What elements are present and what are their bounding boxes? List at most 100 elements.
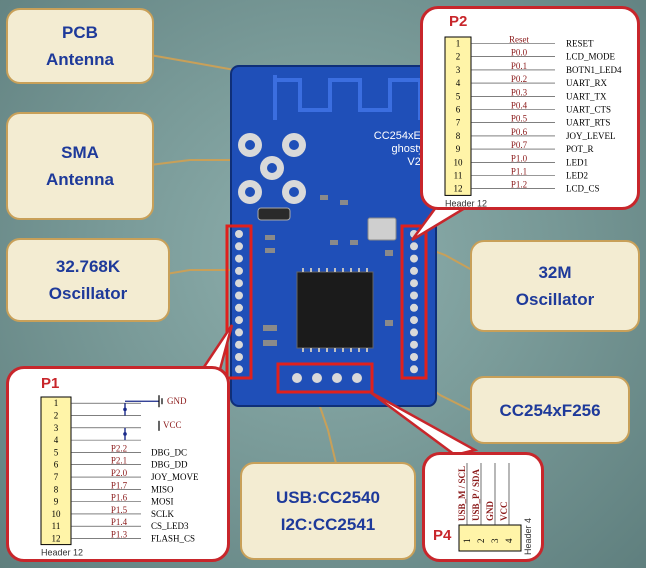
header-pin-hole	[410, 340, 418, 349]
p1-header-label: Header 12	[41, 548, 83, 558]
p1-pin-net: P1.5	[111, 505, 128, 515]
p2-header-label: Header 12	[445, 198, 487, 207]
callout-pcb-antenna: PCB Antenna	[6, 8, 154, 84]
p1-pin-number: 3	[54, 423, 59, 433]
header-pin-hole	[235, 254, 243, 263]
p2-pin-net: P1.0	[511, 153, 528, 163]
p1-pin-net: P1.3	[111, 530, 128, 540]
header-pin-hole	[410, 316, 418, 325]
p1-title: P1	[41, 375, 60, 392]
p2-pin-label: UART_TX	[566, 91, 607, 101]
p4-header-body	[458, 524, 522, 552]
p1-pin-number: 8	[54, 484, 59, 494]
p1-pin-label: JOY_MOVE	[151, 472, 199, 482]
p4-pin-number: 4	[504, 538, 514, 543]
header-pin-hole	[410, 303, 418, 312]
header-pin-hole	[410, 365, 418, 374]
p4-pin-number: 2	[476, 539, 486, 544]
callout-pcb-antenna-line2: Antenna	[46, 50, 114, 69]
p2-title: P2	[449, 13, 468, 30]
p2-pin-label: LCD_MODE	[566, 52, 616, 62]
p2-pin-number: 6	[456, 105, 461, 115]
p1-pin-number: 11	[52, 521, 61, 531]
callout-sma-antenna: SMA Antenna	[6, 112, 154, 220]
p4-title: P4	[433, 527, 452, 544]
header-pin-hole	[235, 365, 243, 374]
p1-pin-label: DBG_DD	[151, 460, 188, 470]
p2-pin-label: RESET	[566, 39, 594, 49]
header-pin-hole	[235, 242, 243, 251]
p2-pin-number: 10	[454, 157, 464, 167]
header-pin-hole	[410, 328, 418, 337]
p4-header-label: Header 4	[523, 518, 533, 555]
p2-pin-label: UART_CTS	[566, 105, 611, 115]
p1-pin-number: 10	[52, 509, 62, 519]
callout-usb-i2c: USB:CC2540 I2C:CC2541	[240, 462, 416, 560]
header-pin-hole	[410, 279, 418, 288]
p2-header-body	[444, 36, 472, 196]
p2-pin-label: UART_RX	[566, 78, 607, 88]
p2-pin-net: P0.1	[511, 61, 527, 71]
p2-pin-number: 4	[456, 78, 461, 88]
p2-pin-number: 1	[456, 39, 461, 49]
p2-pin-label: UART_RTS	[566, 118, 610, 128]
p2-pin-net: P1.2	[511, 180, 527, 190]
header-pin-hole	[235, 266, 243, 275]
p1-pin-number: 12	[52, 534, 61, 544]
p4-pin-net: VCC	[499, 502, 509, 522]
p1-pin-number: 6	[54, 460, 59, 470]
silk-model: CC254xEM	[373, 130, 430, 142]
highlight-boxes	[225, 224, 428, 394]
p2-pin-number: 3	[456, 65, 461, 75]
header-pin-hole	[235, 303, 243, 312]
callout-usb-line: USB:CC2540	[276, 488, 380, 507]
p1-pin-number: 7	[54, 472, 59, 482]
p2-pin-net: P1.1	[511, 167, 527, 177]
p1-pin-net: P2.1	[111, 456, 127, 466]
callout-32m-line1: 32M	[538, 263, 572, 282]
p1-pin-net: P1.7	[111, 480, 128, 490]
header-pin-hole	[410, 242, 418, 251]
p1-pin-net: P2.0	[111, 468, 128, 478]
p2-pin-net: P0.3	[511, 87, 528, 97]
p2-pin-label: JOY_LEVEL	[566, 131, 616, 141]
header-pin-hole	[410, 266, 418, 275]
p4-pin-net: USB_P / SDA	[471, 468, 481, 521]
p2-pin-number: 8	[456, 131, 461, 141]
header-pin-hole	[410, 254, 418, 263]
callout-32k-line1: 32.768K	[55, 257, 121, 276]
p2-pin-net: Reset	[509, 35, 529, 45]
callout-sma-antenna-line1: SMA	[61, 143, 99, 162]
callout-32k-oscillator: 32.768K Oscillator	[6, 238, 170, 322]
header-pin-hole	[235, 328, 243, 337]
header-pin-hole	[235, 279, 243, 288]
p2-pin-net: P0.6	[511, 127, 528, 137]
callout-32m-oscillator: 32M Oscillator	[470, 240, 640, 332]
p1-pin-label: CS_LED3	[151, 521, 189, 531]
p4-pin-net: USB_M / SCL	[457, 466, 467, 521]
p2-pin-label: LED2	[566, 171, 588, 181]
p1-pin-number: 9	[54, 497, 59, 507]
p1-pin-label: MOSI	[151, 497, 174, 507]
header-pin-hole	[410, 353, 418, 361]
callout-32k-line2: Oscillator	[48, 284, 128, 303]
p2-pin-number: 5	[456, 91, 461, 101]
p1-pin-label: DBG_DC	[151, 447, 187, 457]
p1-pin-label: SCLK	[151, 509, 175, 519]
header-pin-hole	[235, 340, 243, 349]
p1-header-body	[40, 396, 72, 546]
header-pin-hole	[235, 230, 243, 238]
p1-pin-net: P2.2	[111, 443, 127, 453]
p1-pin-number: 4	[54, 435, 59, 445]
callout-pcb-antenna-line1: PCB	[62, 23, 98, 42]
p1-pin-net: P1.4	[111, 517, 128, 527]
p1-pin-label: MISO	[151, 484, 174, 494]
header-pin-hole	[410, 291, 418, 300]
p2-pin-number: 2	[456, 52, 461, 62]
